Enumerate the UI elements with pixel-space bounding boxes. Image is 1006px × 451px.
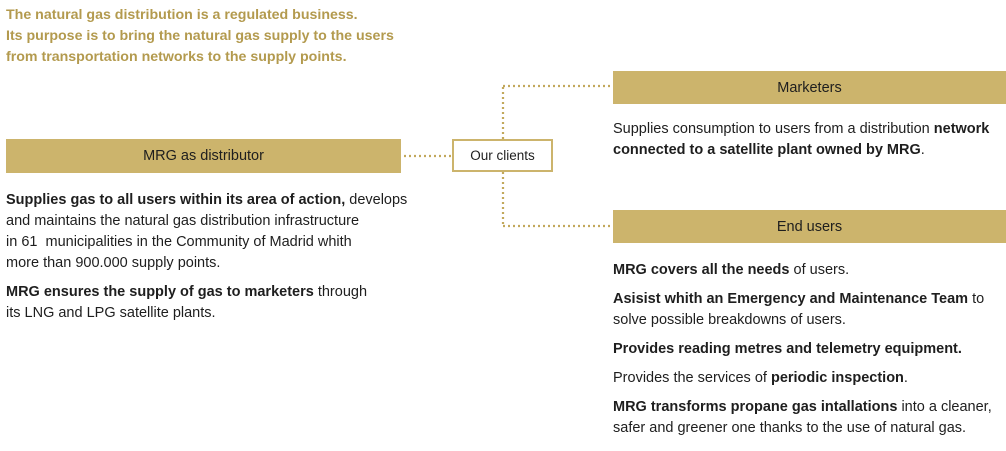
end-users-paragraph: MRG covers all the needs of users.: [613, 260, 849, 281]
end-users-paragraph: MRG transforms propane gas intallations …: [613, 397, 992, 439]
text: .: [903, 370, 908, 386]
clients-box: Our clients: [452, 139, 553, 172]
bold-text: Asisist whith an Emergency and Maintenan…: [613, 291, 969, 307]
text: Provides the services of: [613, 370, 771, 386]
text: through: [313, 284, 368, 300]
bold-text: MRG ensures the supply of gas to markete…: [6, 284, 314, 300]
bold-text: MRG covers all the needs: [613, 262, 790, 278]
bold-text: connected to a satellite plant owned by …: [613, 142, 921, 158]
text: to: [968, 291, 985, 307]
end-users-paragraph: Asisist whith an Emergency and Maintenan…: [613, 289, 984, 331]
intro-line: from transportation networks to the supp…: [6, 49, 347, 65]
bold-text: Provides reading metres and telemetry eq…: [613, 341, 962, 357]
distributor-paragraph: MRG ensures the supply of gas to markete…: [6, 282, 367, 324]
text: safer and greener one thanks to the use …: [613, 420, 967, 436]
bold-text: MRG transforms propane gas intallations: [613, 399, 898, 415]
bold-text: Supplies gas to all users within its are…: [6, 192, 346, 208]
text: .: [920, 142, 925, 158]
text: Supplies consumption to users from a dis…: [613, 121, 934, 137]
intro-line: The natural gas distribution is a regula…: [6, 7, 358, 23]
text: and maintains the natural gas distributi…: [6, 213, 360, 229]
text: its LNG and LPG satellite plants.: [6, 305, 216, 321]
text: in 61 municipalities in the Community of…: [6, 234, 352, 250]
end-users-paragraph: Provides the services of periodic inspec…: [613, 368, 908, 389]
marketers-paragraph: Supplies consumption to users from a dis…: [613, 119, 989, 161]
text: more than 900.000 supply points.: [6, 255, 221, 271]
end-users-box: End users: [613, 210, 1006, 243]
text: into a cleaner,: [897, 399, 992, 415]
intro-text: The natural gas distribution is a regula…: [6, 5, 394, 68]
bold-text: network: [933, 121, 990, 137]
text: develops: [345, 192, 408, 208]
marketers-box: Marketers: [613, 71, 1006, 104]
text: of users.: [789, 262, 850, 278]
end-users-paragraph: Provides reading metres and telemetry eq…: [613, 339, 962, 360]
distributor-paragraph: Supplies gas to all users within its are…: [6, 190, 407, 274]
distributor-box: MRG as distributor: [6, 139, 401, 173]
intro-line: Its purpose is to bring the natural gas …: [6, 28, 394, 44]
bold-text: periodic inspection: [770, 370, 904, 386]
text: solve possible breakdowns of users.: [613, 312, 846, 328]
